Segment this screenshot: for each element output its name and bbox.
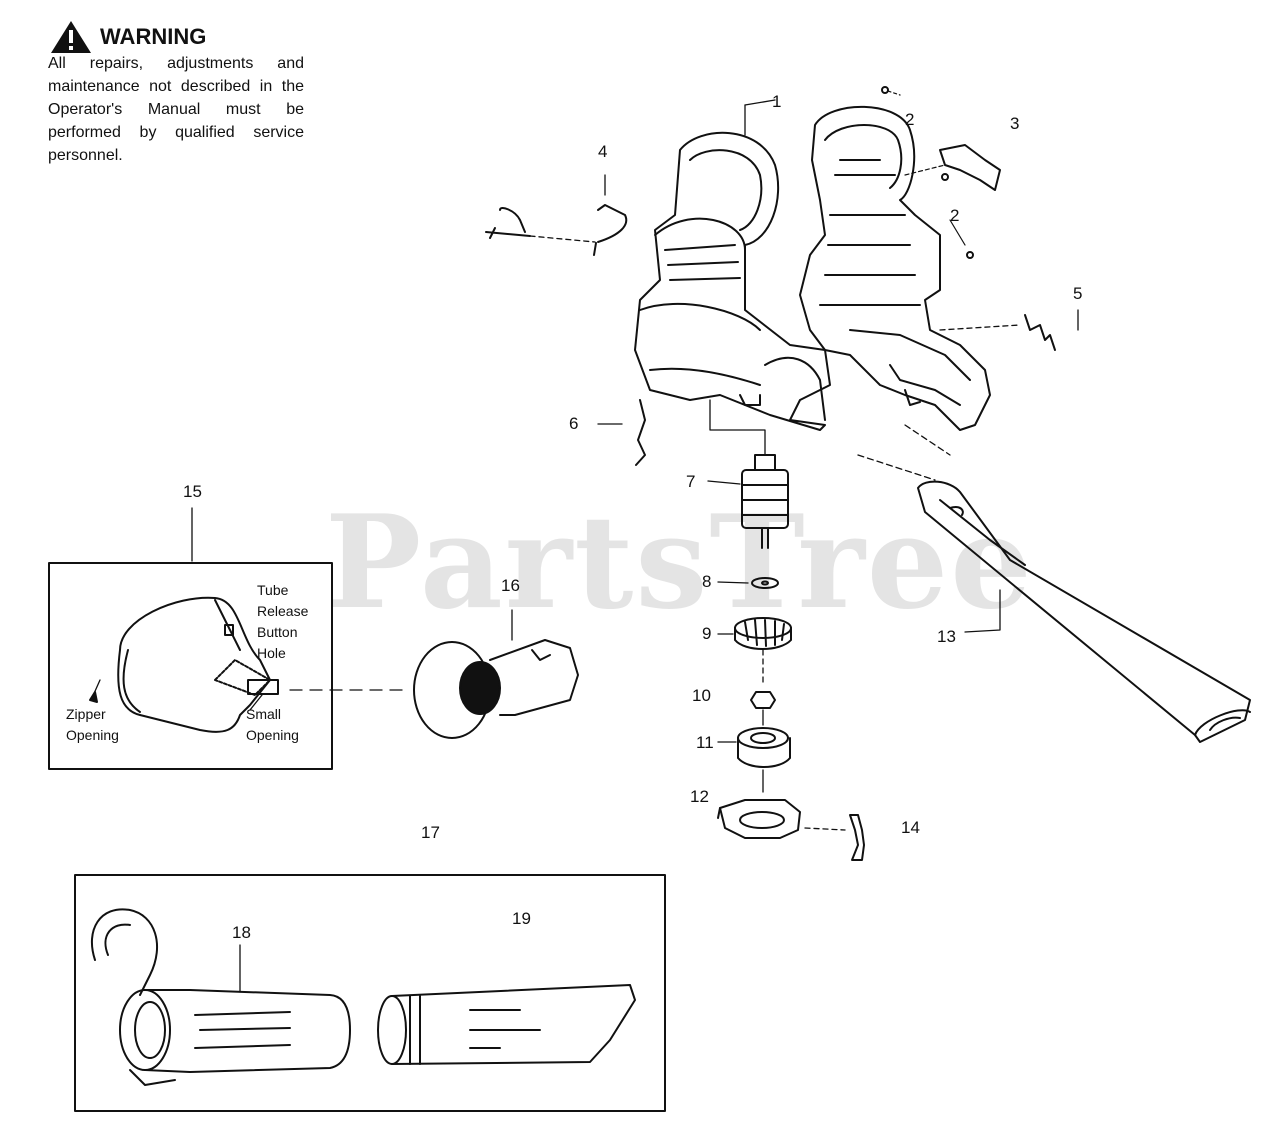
label-tube: Tube [257, 582, 289, 598]
callout-18: 18 [232, 923, 251, 942]
callout-2b: 2 [950, 206, 960, 225]
label-release: Release [257, 603, 309, 619]
housing-left-part[interactable] [634, 131, 831, 431]
callout-14: 14 [901, 818, 920, 837]
adapter-part-16[interactable] [413, 609, 579, 739]
label-zipper-opening: Opening [66, 727, 119, 743]
callout-11: 11 [696, 733, 714, 752]
cup-part-11[interactable] [717, 727, 791, 793]
blower-tube-part-13[interactable] [917, 480, 1251, 743]
label-small-opening: Opening [246, 727, 299, 743]
callout-5: 5 [1073, 284, 1083, 303]
warning-title: WARNING [100, 24, 207, 49]
tube-part-18[interactable] [90, 908, 351, 1086]
warning-text: All repairs, adjustments and maintenance… [48, 55, 304, 164]
warning-triangle-icon [51, 21, 91, 53]
callout-12: 12 [690, 787, 709, 806]
callout-10: 10 [692, 686, 711, 705]
base-part-12[interactable] [717, 799, 801, 839]
latch-part-6[interactable] [597, 399, 646, 466]
callout-2a: 2 [905, 110, 915, 129]
fan-part-9[interactable] [717, 617, 792, 686]
spring-part-5[interactable] [939, 309, 1079, 351]
callout-9: 9 [702, 624, 712, 643]
callout-8: 8 [702, 572, 712, 591]
bag-inset-frame [48, 562, 333, 770]
bag-part-15[interactable] [89, 596, 279, 733]
label-zipper: Zipper [66, 706, 106, 722]
label-button: Button [257, 624, 298, 640]
motor-part-7[interactable] [707, 454, 789, 549]
warning-heading: WARNING [50, 20, 206, 54]
nut-part-10[interactable] [750, 691, 776, 726]
callout-6: 6 [569, 414, 579, 433]
housing-right-part[interactable] [799, 105, 991, 431]
callout-16: 16 [501, 576, 520, 595]
washer-part-8[interactable] [717, 577, 779, 589]
nozzle-part-19[interactable] [377, 984, 636, 1065]
callout-1: 1 [772, 92, 782, 111]
callout-7: 7 [686, 472, 696, 491]
screw-part-2[interactable] [881, 86, 974, 259]
label-small: Small [246, 706, 282, 722]
callout-19: 19 [512, 909, 531, 928]
callout-13: 13 [937, 627, 956, 646]
clip-part-3[interactable] [904, 144, 1001, 191]
cord-part-4[interactable] [485, 174, 628, 256]
kit-inset-frame [74, 874, 666, 1112]
screw-part-14[interactable] [804, 814, 865, 861]
callout-17: 17 [421, 823, 440, 842]
label-hole: Hole [257, 645, 286, 661]
callout-4: 4 [598, 142, 608, 161]
callout-3: 3 [1010, 114, 1020, 133]
watermark: PartsTree [325, 488, 1034, 638]
callout-15: 15 [183, 482, 202, 501]
